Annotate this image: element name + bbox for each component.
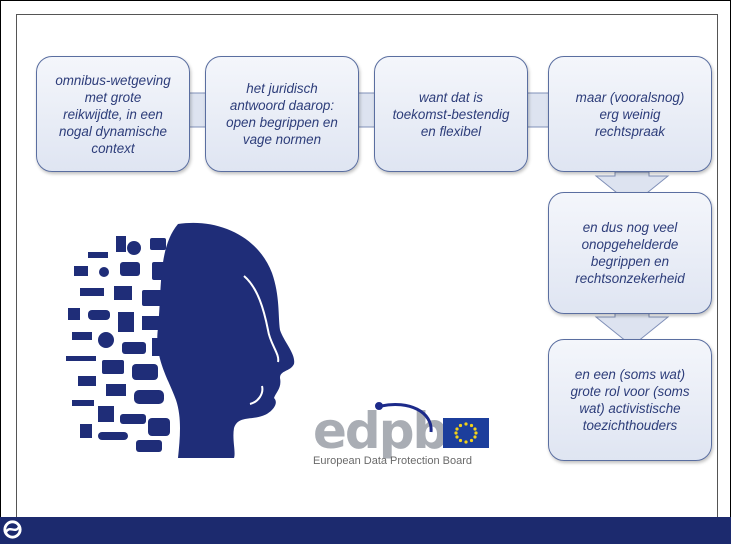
head-silhouette — [157, 222, 295, 458]
edpb-wordmark: edpb — [313, 402, 446, 460]
edpb-arc — [380, 403, 433, 433]
edpb-logo: edpb — [313, 402, 489, 460]
arrow-down-1 — [594, 171, 670, 206]
edpb-dot — [375, 402, 383, 410]
head-illustration — [66, 222, 295, 458]
footer-logo-icon — [3, 520, 22, 539]
face-highlight — [243, 275, 280, 405]
eu-stars — [454, 422, 478, 444]
scattered-objects — [66, 236, 170, 452]
footer-bar — [0, 517, 731, 544]
edpb-subtitle: European Data Protection Board — [313, 455, 472, 467]
